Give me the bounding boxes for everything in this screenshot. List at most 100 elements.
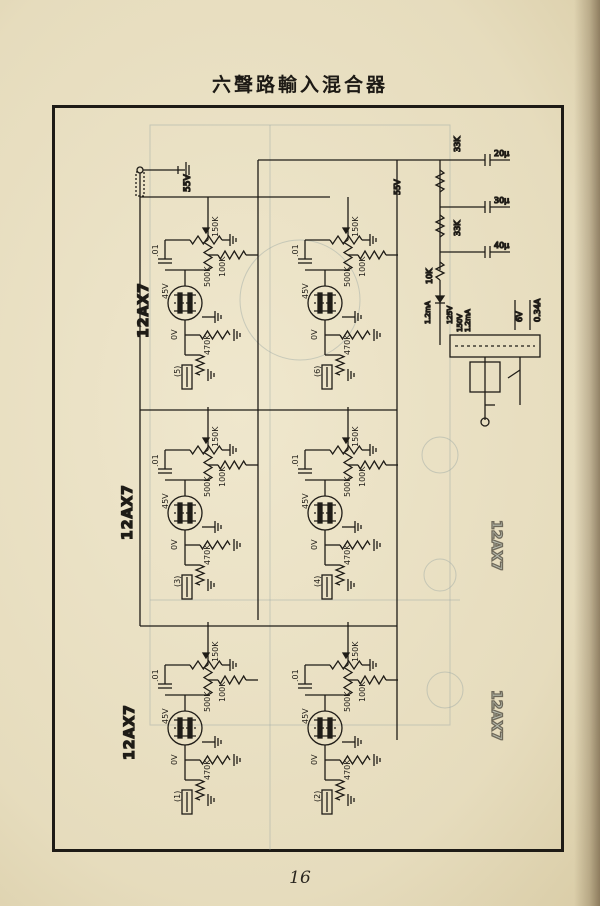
ground-symbol xyxy=(373,539,381,551)
ground-symbol xyxy=(347,579,355,591)
mixing-resistor-label: 100K xyxy=(218,681,227,702)
ground-symbol xyxy=(229,234,237,246)
ground-symbol xyxy=(207,579,215,591)
tube-type-label: 12AX7 xyxy=(136,282,152,338)
volume-pot-label: 500K xyxy=(343,266,352,287)
ground-symbol xyxy=(373,754,381,766)
ground-symbol xyxy=(233,539,241,551)
rectifier-label: 1.2mA xyxy=(424,301,432,324)
mixing-resistor-label: 100K xyxy=(358,256,367,277)
tube-electrode xyxy=(187,717,193,739)
ground-symbol xyxy=(347,794,355,806)
pot-wiper xyxy=(201,227,211,235)
tube-envelope xyxy=(167,285,203,321)
plate-resistor-label: 150K xyxy=(211,426,220,447)
b-plus-rails xyxy=(139,159,440,740)
volume-pot-label: 500K xyxy=(343,691,352,712)
pot-wiper xyxy=(341,227,351,235)
grid-resistor xyxy=(194,564,206,586)
ground-symbol xyxy=(229,444,237,456)
grid-voltage-label: 0V xyxy=(170,754,179,765)
input-number-label: (4) xyxy=(313,576,322,587)
pot-wiper xyxy=(201,437,211,445)
coupling-capacitor-label: .01 xyxy=(291,454,300,467)
ground-symbol xyxy=(214,736,222,748)
rail-voltage-label: 55V xyxy=(183,174,193,192)
cathode-resistor xyxy=(339,754,371,766)
input-number-label: (6) xyxy=(313,366,322,377)
tube-electrode xyxy=(327,502,333,524)
rail-voltage-label: 55V xyxy=(393,179,402,195)
tube-electrode xyxy=(177,717,183,739)
cathode-resistor xyxy=(199,329,231,341)
grid-resistor xyxy=(194,354,206,376)
cathode-resistor-label: 470K xyxy=(203,759,212,780)
input-jack xyxy=(181,364,193,390)
coupling-capacitor-label: .01 xyxy=(151,454,160,467)
grid-voltage-label: 0V xyxy=(310,329,319,340)
ground-symbol xyxy=(354,736,362,748)
mixing-resistor-label: 100K xyxy=(218,256,227,277)
volume-pot xyxy=(329,659,363,671)
input-number-label: (2) xyxy=(313,791,322,802)
grid-resistor xyxy=(194,779,206,801)
tube-type-label: 12AX7 xyxy=(122,704,138,760)
ground-symbol xyxy=(347,369,355,381)
volume-pot xyxy=(329,234,363,246)
plate-resistor-label: 150K xyxy=(211,641,220,662)
grid-voltage-label: 0V xyxy=(310,539,319,550)
ground-symbol xyxy=(233,329,241,341)
ground-symbol xyxy=(354,521,362,533)
input-jack xyxy=(321,574,333,600)
grid-resistor xyxy=(334,564,346,586)
cathode-resistor-label: 470K xyxy=(203,334,212,355)
rectifier-label: 1.2mA xyxy=(464,309,472,332)
tube-electrode xyxy=(187,502,193,524)
cathode-resistor-label: 470K xyxy=(343,334,352,355)
volume-pot xyxy=(189,659,223,671)
mixing-resistor xyxy=(217,459,247,471)
capacitor-label: 40μ xyxy=(494,241,509,250)
plate-resistor-label: 150K xyxy=(211,216,220,237)
grid-resistor xyxy=(334,354,346,376)
input-number-label: (3) xyxy=(173,576,182,587)
ground-symbol xyxy=(373,329,381,341)
show-through-ghost: 12AX7 12AX7 xyxy=(149,124,505,850)
cathode-resistor xyxy=(339,329,371,341)
coupling-capacitor-label: .01 xyxy=(151,669,160,682)
tube-electrode xyxy=(187,292,193,314)
cathode-resistor xyxy=(339,539,371,551)
cathode-resistor-label: 470K xyxy=(343,759,352,780)
ground-symbol xyxy=(207,369,215,381)
ground-symbol xyxy=(369,234,377,246)
coupling-capacitor-label: .01 xyxy=(291,244,300,257)
resistor-label: 33K xyxy=(453,136,462,152)
mixing-resistor xyxy=(357,459,387,471)
plate-resistor-label: 150K xyxy=(351,426,360,447)
rectifier-label: 150V xyxy=(456,314,464,332)
ground-symbol xyxy=(233,754,241,766)
plate-resistor-label: 150K xyxy=(351,216,360,237)
input-jack xyxy=(181,789,193,815)
cathode-resistor xyxy=(199,754,231,766)
mixing-resistor xyxy=(217,249,247,261)
input-number-label: (1) xyxy=(173,791,182,802)
ground-symbol xyxy=(229,659,237,671)
plate-voltage-label: 45V xyxy=(301,493,310,509)
tube-electrode xyxy=(177,292,183,314)
pot-wiper xyxy=(201,652,211,660)
volume-pot-label: 500K xyxy=(343,476,352,497)
coupling-capacitor-label: .01 xyxy=(151,244,160,257)
ground-symbol xyxy=(185,162,190,178)
mixing-resistor-label: 100K xyxy=(358,466,367,487)
pot-wiper xyxy=(341,437,351,445)
grid-voltage-label: 0V xyxy=(310,754,319,765)
ground-symbol xyxy=(369,444,377,456)
